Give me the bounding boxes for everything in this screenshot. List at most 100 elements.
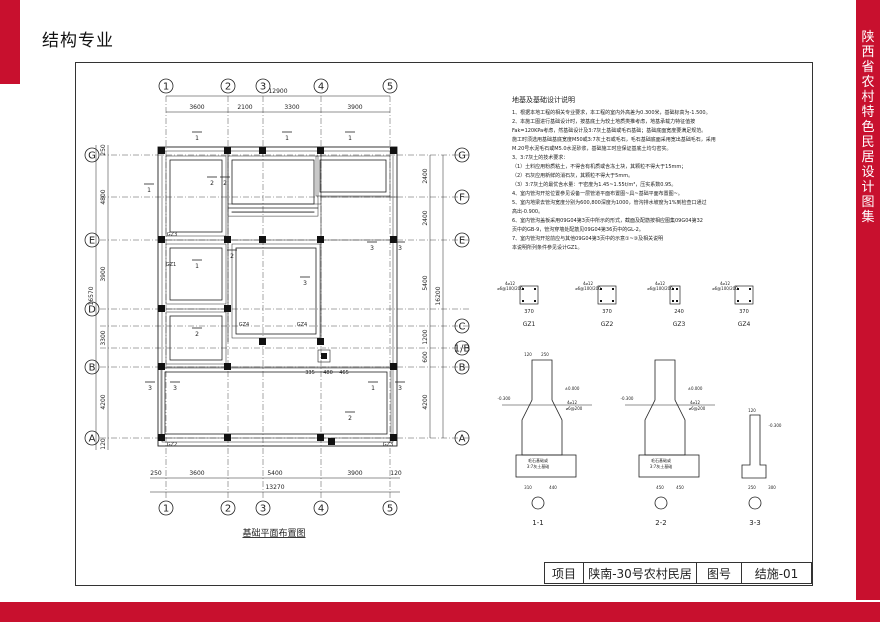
rebar-dot [676, 288, 678, 290]
axis-bubble-right: C [459, 322, 466, 333]
dim-top-total: 12900 [268, 88, 287, 95]
room-footing [164, 371, 388, 435]
axis-bubble-left: E [89, 236, 95, 247]
title-block: 项目 陕南-30号农村民居 图号 结施-01 [544, 562, 812, 584]
dim-right: 2400 [422, 168, 429, 183]
structural-column [390, 434, 397, 441]
bottom-accent-bar [0, 602, 880, 622]
rebar-dot [612, 288, 614, 290]
rebar-dot [749, 288, 751, 290]
section-mark: 2 [348, 415, 352, 422]
dim-top: 3900 [347, 104, 362, 111]
axis-bubble-left-circle [84, 232, 100, 248]
axis-bubble-left-circle [84, 301, 100, 317]
column-detail [597, 285, 617, 305]
note-line: 2、本施工图进行基础设计时，按基底土为较土地质类推考虑，地基承载力特征值按 [512, 119, 696, 125]
dim-bottom: 120 [390, 470, 402, 477]
section-mark: 2 [223, 180, 227, 187]
trench-pit-fill [321, 353, 327, 359]
section-mark: 1 [147, 187, 151, 194]
section-dim: 310 [524, 485, 532, 490]
axis-bubble-right: 1/B [454, 344, 471, 355]
column-detail-dim: 370 [602, 309, 612, 315]
side-banner-text: 陕西省农村特色民居设计图集 [861, 30, 875, 225]
section-mark: 3 [148, 385, 152, 392]
room-footing-outer [165, 311, 227, 365]
structural-column [224, 363, 231, 370]
structural-column [224, 434, 231, 441]
structural-column [224, 305, 231, 312]
dim-left: 120 [100, 438, 107, 450]
axis-bubble-top-circle [382, 78, 398, 94]
drawing-no-value: 结施-01 [754, 566, 799, 581]
note-line: 施工时须选用基础基底宽度M50或3:7灰土石或毛石，毛石基础底面采用宽出基础毛石… [512, 137, 716, 143]
dim-top: 3600 [189, 104, 204, 111]
section-mark: 1 [195, 135, 199, 142]
axis-bubble-left: A [89, 434, 96, 445]
structural-column [158, 434, 165, 441]
section-dim: 250 [541, 352, 549, 357]
section-mark: 3 [398, 245, 402, 252]
room-footing [319, 159, 387, 193]
section-elev: -0.300 [769, 423, 782, 428]
axis-bubble-bottom-circle [220, 500, 236, 516]
section-elev: -0.300 [621, 396, 634, 401]
section-mark: 1 [285, 135, 289, 142]
section-dim: 120 [748, 408, 756, 413]
dim-bottom: 3600 [189, 470, 204, 477]
section-note: 毛石基础或 [528, 457, 548, 463]
structural-column [158, 236, 165, 243]
dim-small: 480 [323, 370, 333, 376]
section-mark: 1 [371, 385, 375, 392]
section-footing [638, 454, 700, 478]
axis-bubble-right: B [459, 363, 466, 374]
axis-bubble-top: 3 [260, 82, 266, 93]
axis-bubble-top: 1 [163, 82, 169, 93]
dim-top: 2100 [237, 104, 252, 111]
trench-pit [317, 349, 331, 363]
axis-bubble-top: 4 [318, 82, 324, 93]
column-rebar: ⌀6@100/200 [497, 286, 523, 291]
axis-bubble-bottom-circle [158, 500, 174, 516]
dim-right: 600 [422, 351, 429, 363]
structural-column [317, 434, 324, 441]
column-detail-label: GZ2 [601, 321, 614, 328]
rebar-dot [600, 300, 602, 302]
column-detail-dim: 370 [524, 309, 534, 315]
axis-bubble-top-circle [313, 78, 329, 94]
column-tag: GZ4 [239, 322, 249, 328]
axis-bubble-bottom-circle [255, 500, 271, 516]
column-detail [669, 285, 681, 305]
dim-small: 465 [339, 370, 349, 376]
section-dim: 120 [524, 352, 532, 357]
section-rebar: ⌀6@200 [566, 406, 583, 411]
section-dim: 450 [656, 485, 664, 490]
room-footing-outer [227, 155, 319, 209]
axis-bubble-top-circle [255, 78, 271, 94]
section-elev: ±0.000 [688, 386, 703, 391]
section-label: 1-1 [532, 519, 543, 527]
axis-bubble-right-circle [454, 189, 470, 205]
rebar-dot [672, 300, 674, 302]
rebar-dot [522, 288, 524, 290]
dim-left: 4200 [100, 394, 107, 409]
note-line: M.20号水泥毛石或M5.0水泥砂浆，基础施工时应保证基底土均匀密实。 [512, 146, 672, 152]
dim-right-total: 16200 [435, 286, 442, 305]
axis-bubble-left: G [88, 151, 96, 162]
note-line: 页中的GB-9，管沟穿墙处配筋见09G04第36页中的GL-2。 [512, 227, 644, 233]
section-mark: 2 [195, 331, 199, 338]
project-label: 项目 [545, 563, 584, 583]
structural-column [224, 236, 231, 243]
axis-bubble-right-circle [454, 359, 470, 375]
section-mark: 3 [303, 280, 307, 287]
column-rebar: 4⌀12 [505, 281, 515, 286]
column-detail [519, 285, 539, 305]
top-left-accent-bar [0, 0, 20, 84]
rebar-dot [534, 300, 536, 302]
axis-bubble-bottom: 4 [318, 504, 324, 515]
dim-top: 3300 [284, 104, 299, 111]
rebar-dot [749, 300, 751, 302]
section-note: 3:7灰土基础 [650, 463, 672, 469]
dim-bottom: 250 [150, 470, 162, 477]
